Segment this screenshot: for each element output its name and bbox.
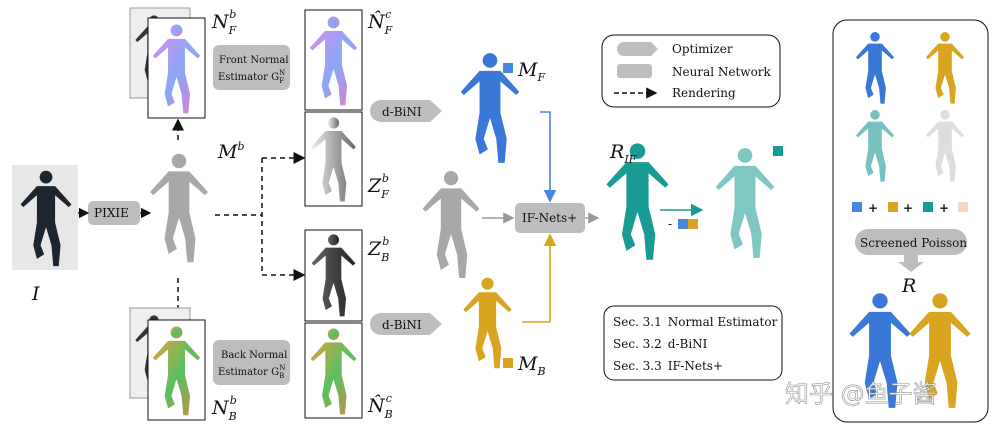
arrow-front-ifnets [540,111,557,203]
ifnets-label: IF-Nets+ [522,211,577,225]
ifnets-node [515,203,585,233]
front-normal-card [129,7,206,119]
smpl-body-mesh [150,153,208,263]
poisson-panel: + + + Screened Poisson R [832,19,989,423]
legend-optimizer-shape [617,42,658,56]
input-photo [12,165,78,270]
svg-text:+: + [868,201,878,215]
back-normal-estimator-node [213,340,290,385]
residual-color-square [773,146,783,156]
dbini-back-node [370,313,442,335]
front-clothed-normal-label: N̂Fc [367,8,393,37]
back-depth-label: ZBb [367,235,389,264]
legend-neural-network: Neural Network [672,65,772,79]
front-mesh-label: MF [517,59,545,84]
front-normal-label: NFb [211,8,237,37]
body-mesh-label: Mb [217,140,245,163]
recon-if-label: RIF [609,141,637,166]
pixie-label: PIXIE [94,206,129,220]
watermark: 知乎 @鱼子酱 [785,380,937,408]
minus-back-square [688,219,698,229]
front-estimator-line2: Estimator GFN [218,69,285,85]
minus-sign: - [668,217,672,231]
front-depth-label: ZFb [367,172,389,201]
back-normal-label: NBb [211,394,237,423]
final-recon-label: R [901,275,916,297]
back-mesh-label: MB [517,353,546,378]
svg-text:+: + [939,201,949,215]
minus-front-square [678,219,688,229]
back-mesh [463,277,512,369]
middle-smpl-mesh [422,171,480,278]
dbini-back-label: d-BiNI [382,318,422,332]
dbini-front-label: d-BiNI [382,105,422,119]
dbini-front-node [370,100,442,122]
legend-rendering: Rendering [672,86,736,100]
back-normal-card [129,307,206,421]
pixie-node [88,201,140,225]
back-color-square [503,358,513,368]
residual-mesh [715,148,775,258]
screened-poisson-label: Screened Poisson [860,236,967,250]
svg-text:+: + [903,201,913,215]
back-estimator-line1: Back Normal [221,350,287,361]
arrow-back-ifnets [522,233,557,323]
input-label: I [31,283,40,305]
render-arrows-depth [215,152,306,281]
screened-poisson-node [855,229,967,272]
back-clothed-normal-label: N̂Bc [367,392,393,421]
back-estimator-line2: Estimator GBN [218,364,285,380]
legend-optimizer: Optimizer [672,42,733,56]
front-estimator-line1: Front Normal [219,55,289,66]
front-normal-estimator-node [213,45,290,90]
front-color-square [503,63,513,73]
legend: Optimizer Neural Network Rendering [601,34,781,108]
legend-nn-shape [617,64,652,78]
